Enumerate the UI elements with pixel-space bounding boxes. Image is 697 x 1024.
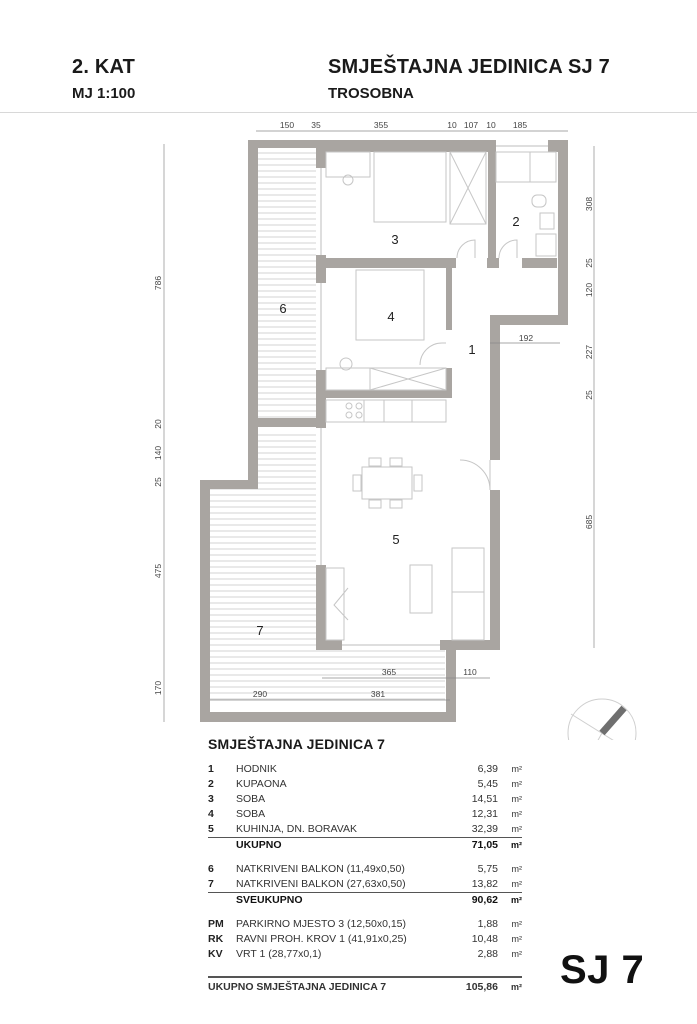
table-row: 5 KUHINJA, DN. BORAVAK 32,39 m²: [208, 823, 522, 835]
dim-top-5: 10: [486, 120, 496, 130]
dim-top-1: 35: [311, 120, 321, 130]
dim-left-1: 20: [153, 419, 163, 429]
subtotal-row: UKUPNO 71,05 m²: [208, 837, 522, 853]
table-row: 3 SOBA 14,51 m²: [208, 793, 522, 805]
dim-top-4: 107: [464, 120, 478, 130]
table-row: 2 KUPAONA 5,45 m²: [208, 778, 522, 790]
dim-top-3: 10: [447, 120, 457, 130]
table-row: 1 HODNIK 6,39 m²: [208, 763, 522, 775]
room-label-1: 1: [468, 342, 475, 357]
room-label-4: 4: [387, 309, 394, 324]
dim-inner-4: 381: [371, 689, 385, 699]
room-label-5: 5: [392, 532, 399, 547]
table-row: 4 SOBA 12,31 m²: [208, 808, 522, 820]
scale-label: MJ 1:100: [72, 85, 136, 102]
header-divider: [0, 112, 697, 113]
dim-left-3: 25: [153, 477, 163, 487]
table-row: KV VRT 1 (28,77x0,1) 2,88 m²: [208, 948, 522, 960]
room-label-2: 2: [512, 214, 519, 229]
dim-left-5: 170: [153, 681, 163, 695]
floor-plan: 150 35 355 10 107 10 185 786 20 140 25 4…: [153, 120, 637, 740]
header-left: 2. KAT MJ 1:100: [72, 55, 135, 105]
table-row: 7 NATKRIVENI BALKON (27,63x0,50) 13,82 m…: [208, 878, 522, 890]
dim-inner-2: 110: [463, 667, 477, 677]
table-row: 6 NATKRIVENI BALKON (11,49x0,50) 5,75 m²: [208, 863, 522, 875]
balcony-6: [258, 148, 316, 418]
area-table: SMJEŠTAJNA JEDINICA 7 1 HODNIK 6,39 m² 2…: [208, 736, 522, 995]
room-label-3: 3: [391, 232, 398, 247]
dim-inner-3: 290: [253, 689, 267, 699]
dim-right-0: 308: [584, 197, 594, 211]
table-row: PM PARKIRNO MJESTO 3 (12,50x0,15) 1,88 m…: [208, 918, 522, 930]
dim-left-4: 475: [153, 564, 163, 578]
header-right: SMJEŠTAJNA JEDINICA SJ 7 TROSOBNA: [328, 55, 610, 105]
dim-right-5: 685: [584, 515, 594, 529]
dim-top-0: 150: [280, 120, 294, 130]
dim-top-6: 185: [513, 120, 527, 130]
grand-total-row: UKUPNO SMJEŠTAJNA JEDINICA 7 105,86 m²: [208, 976, 522, 995]
balcony-7: [210, 482, 445, 702]
dim-left-2: 140: [153, 446, 163, 460]
unit-type: TROSOBNA: [328, 85, 414, 102]
unit-badge: SJ 7: [560, 948, 645, 992]
room-label-7: 7: [256, 623, 263, 638]
dim-top-2: 355: [374, 120, 388, 130]
total-row: SVEUKUPNO 90,62 m²: [208, 892, 522, 908]
dim-inner-0: 192: [519, 333, 533, 343]
floor-label: 2. KAT: [72, 56, 136, 78]
table-row: RK RAVNI PROH. KROV 1 (41,91x0,25) 10,48…: [208, 933, 522, 945]
unit-title: SMJEŠTAJNA JEDINICA SJ 7: [328, 56, 610, 78]
north-arrow-icon: [567, 698, 637, 740]
dim-right-1: 25: [584, 258, 594, 268]
dim-right-2: 120: [584, 283, 594, 297]
dim-left-0: 786: [153, 276, 163, 290]
dim-inner-1: 365: [382, 667, 396, 677]
table-title: SMJEŠTAJNA JEDINICA 7: [208, 736, 386, 752]
room-label-6: 6: [279, 301, 286, 316]
dim-right-3: 227: [584, 345, 594, 359]
dim-right-4: 25: [584, 390, 594, 400]
